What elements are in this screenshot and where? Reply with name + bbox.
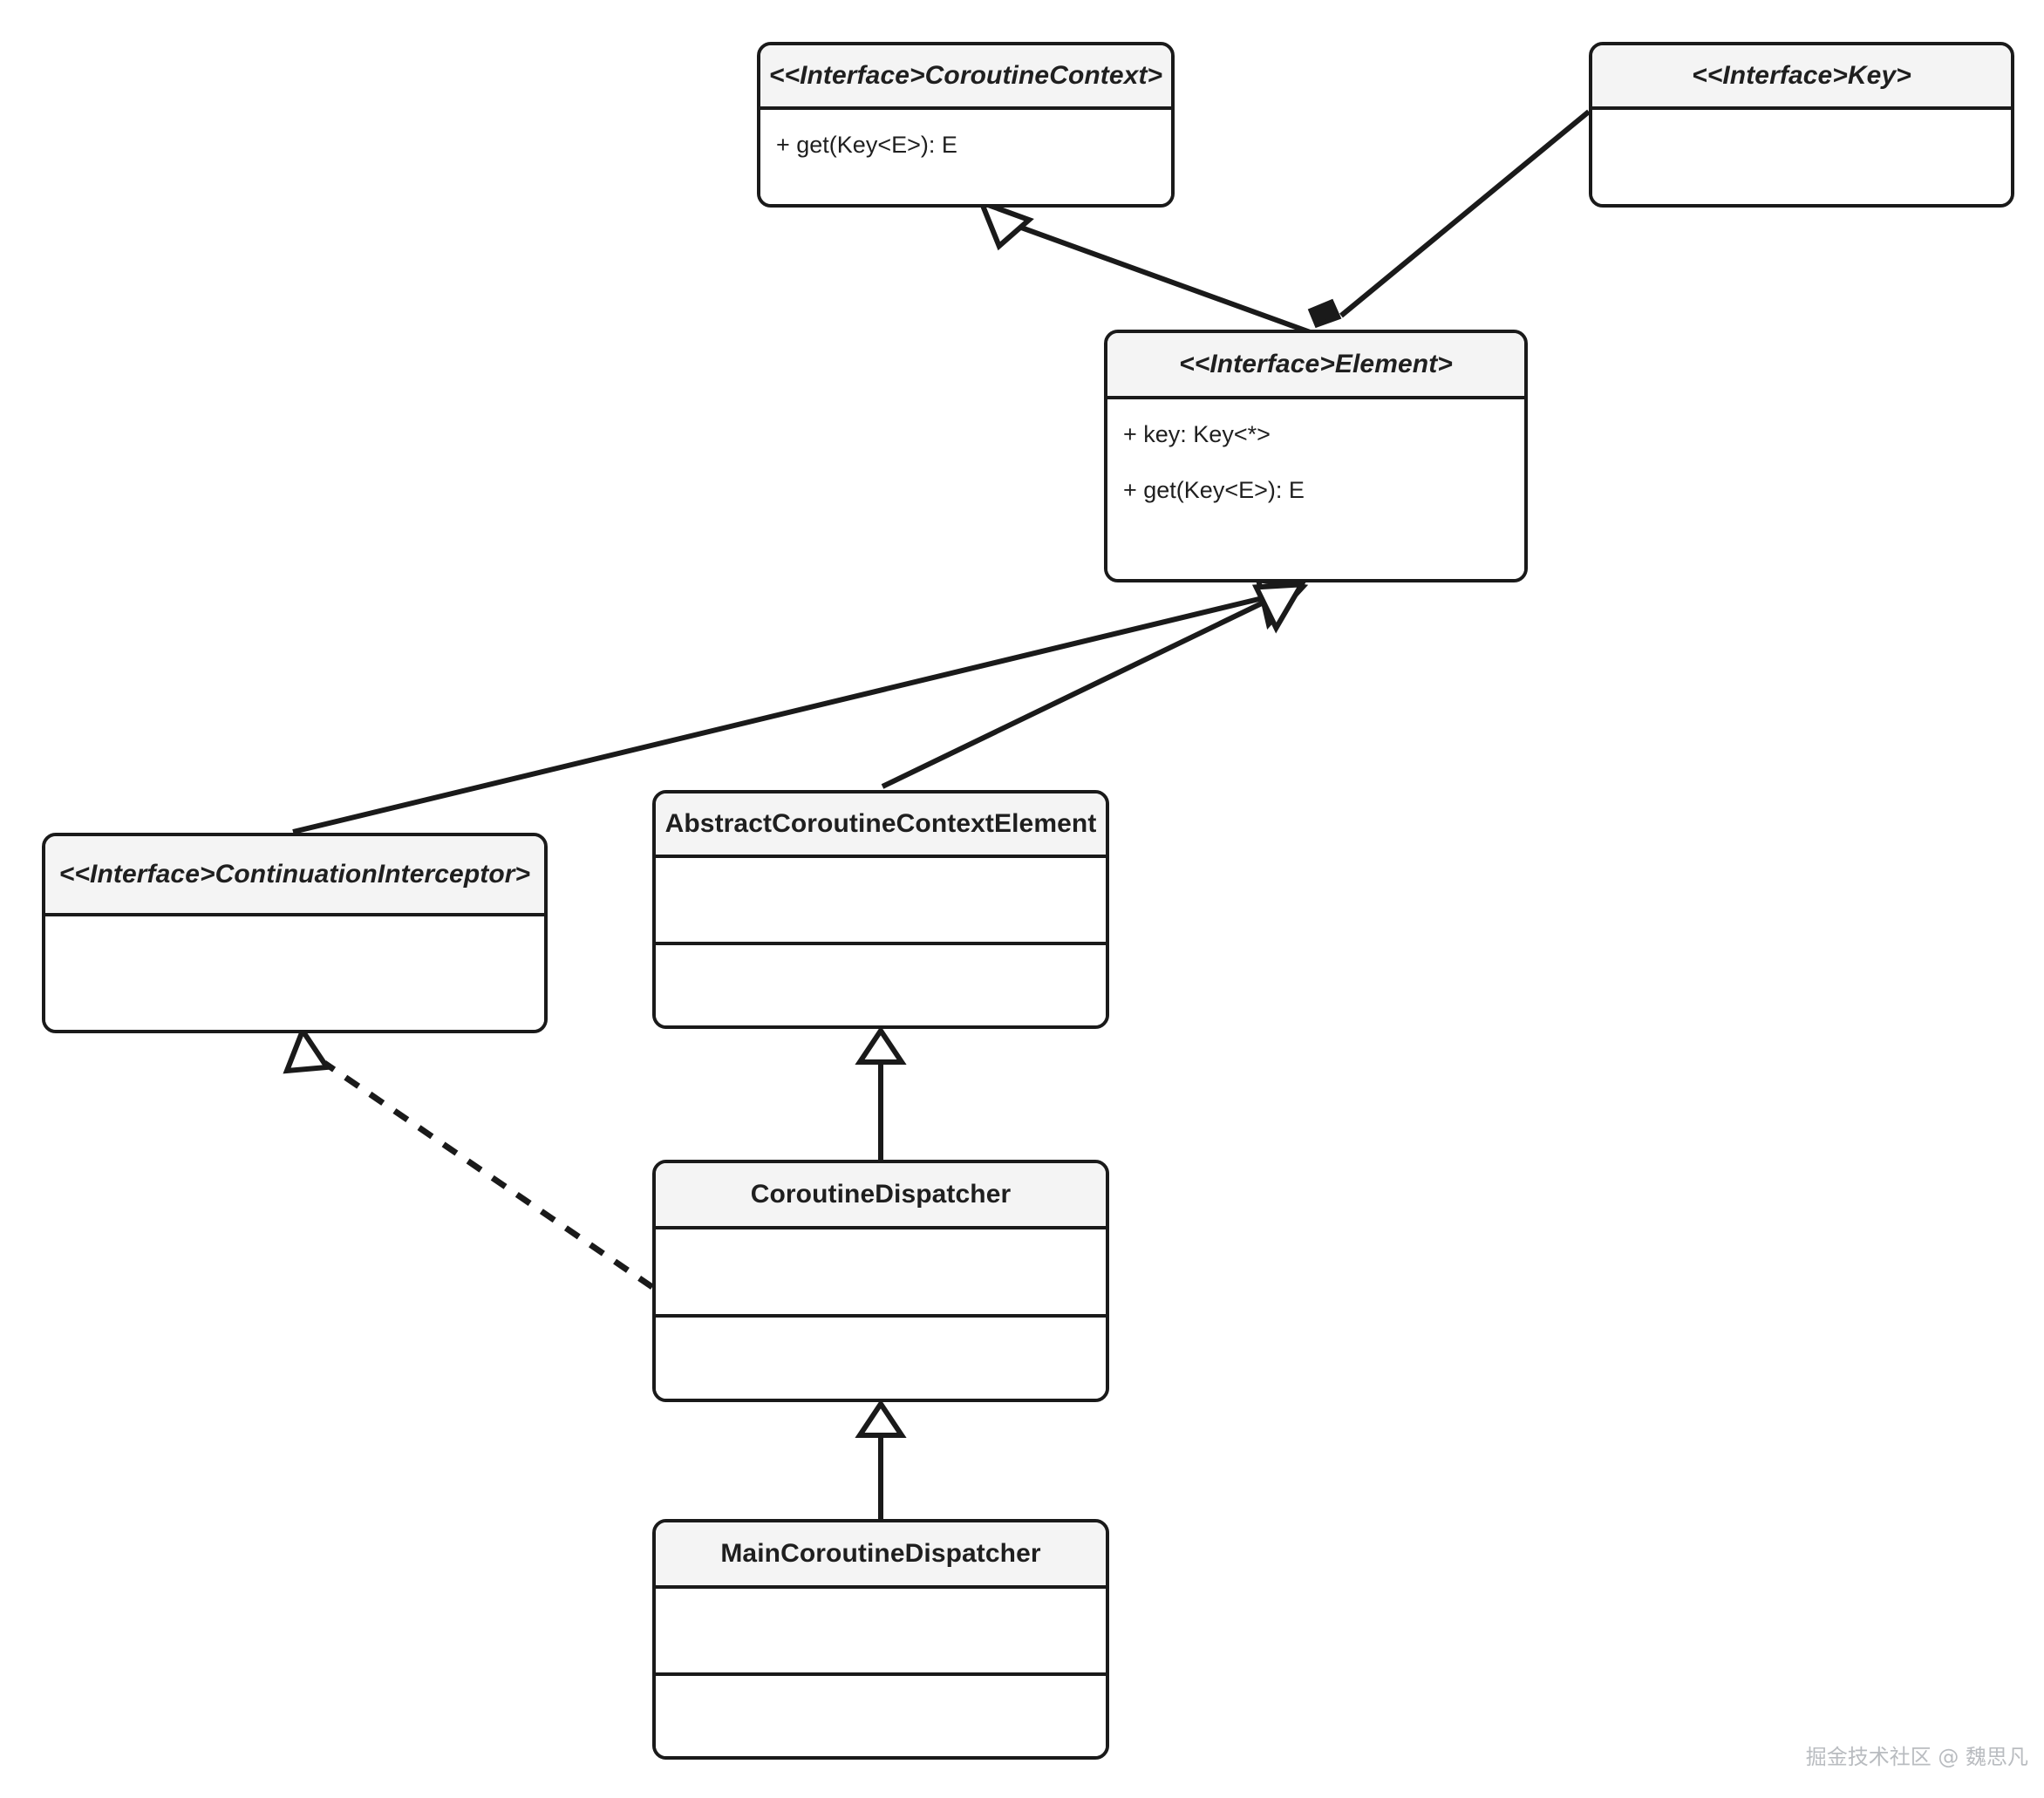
class-name-continuation-interceptor: <<Interface>ContinuationInterceptor>: [45, 836, 544, 916]
hollow-triangle-arrowhead: [283, 1025, 332, 1074]
class-name-element: <<Interface>Element>: [1107, 333, 1524, 399]
class-methods-main-coroutine-dispatcher: [656, 1672, 1106, 1756]
class-members-element: + key: Key<*> + get(Key<E>): E: [1107, 399, 1524, 579]
class-box-continuation-interceptor[interactable]: <<Interface>ContinuationInterceptor>: [42, 833, 548, 1033]
class-attributes-abstract-coroutine-context-element: [656, 858, 1106, 942]
class-box-key[interactable]: <<Interface>Key>: [1589, 42, 2014, 208]
class-box-abstract-coroutine-context-element[interactable]: AbstractCoroutineContextElement: [652, 790, 1109, 1029]
class-members-coroutine-context: + get(Key<E>): E: [760, 110, 1171, 204]
class-box-main-coroutine-dispatcher[interactable]: MainCoroutineDispatcher: [652, 1519, 1109, 1760]
class-name-coroutine-dispatcher: CoroutineDispatcher: [656, 1163, 1106, 1229]
class-methods-coroutine-dispatcher: [656, 1314, 1106, 1399]
edge-element-to-coroutine-context: [977, 198, 1314, 336]
hollow-triangle-arrowhead: [977, 198, 1034, 251]
class-name-abstract-coroutine-context-element: AbstractCoroutineContextElement: [656, 793, 1106, 858]
class-methods-abstract-coroutine-context-element: [656, 942, 1106, 1025]
edge-abstract-element-to-element: [881, 582, 1306, 789]
class-members-key: [1592, 110, 2011, 204]
class-box-coroutine-dispatcher[interactable]: CoroutineDispatcher: [652, 1160, 1109, 1402]
class-member: + get(Key<E>): E: [1123, 477, 1305, 504]
class-member: + get(Key<E>): E: [776, 132, 957, 158]
class-box-element[interactable]: <<Interface>Element> + key: Key<*> + get…: [1104, 330, 1528, 582]
watermark: 掘金技术社区 @ 魏思凡: [1805, 1745, 2028, 1769]
class-name-main-coroutine-dispatcher: MainCoroutineDispatcher: [656, 1522, 1106, 1589]
filled-diamond-arrowhead: [1307, 298, 1342, 329]
class-attributes-coroutine-dispatcher: [656, 1229, 1106, 1314]
class-member: + key: Key<*>: [1123, 421, 1271, 447]
edge-main-dispatcher-to-coroutine-dispatcher: [855, 1399, 907, 1519]
edge-coroutine-dispatcher-to-abstract-element: [855, 1025, 907, 1160]
class-name-coroutine-context: <<Interface>CoroutineContext>: [760, 45, 1171, 110]
class-attributes-main-coroutine-dispatcher: [656, 1589, 1106, 1672]
class-members-continuation-interceptor: [45, 916, 544, 1030]
class-box-coroutine-context[interactable]: <<Interface>CoroutineContext> + get(Key<…: [757, 42, 1175, 208]
hollow-triangle-arrowhead: [855, 1399, 907, 1438]
edge-key-to-element: [1307, 109, 1591, 329]
hollow-triangle-arrowhead: [855, 1025, 907, 1065]
class-name-key: <<Interface>Key>: [1592, 45, 2011, 110]
edge-coroutine-dispatcher-to-continuation-interceptor: [283, 1025, 654, 1290]
